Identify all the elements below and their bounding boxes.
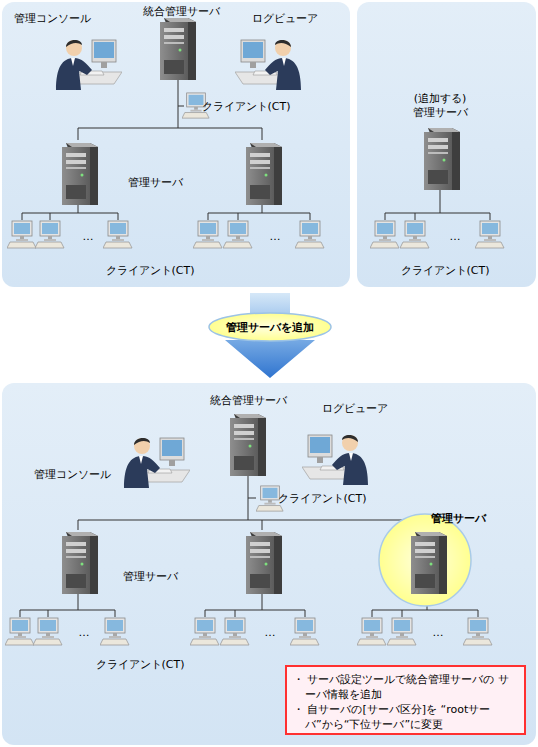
- diagram-label: …: [390, 230, 520, 244]
- client-pc-icon: [223, 221, 252, 248]
- server-icon: [160, 18, 196, 80]
- note-text: ・ サーバ設定ツールで統合管理サーバの サーバ情報を追加: [293, 672, 518, 702]
- diagram-label: …: [205, 626, 335, 640]
- diagram-label: …: [23, 230, 153, 244]
- server-icon: [62, 532, 98, 594]
- client-pc-icon: [5, 618, 34, 645]
- network-wire: [20, 476, 478, 617]
- client-pc-icon: [100, 618, 129, 645]
- client-pc-icon: [193, 221, 222, 248]
- diagram-label: 管理サーバ: [393, 512, 523, 526]
- diagram-label: 統合管理サーバ: [116, 5, 246, 19]
- client-pc-icon: [370, 221, 399, 248]
- diagram-label: クライアント(CT): [380, 264, 510, 278]
- diagram-label: 統合管理サーバ: [183, 394, 313, 408]
- client-pc-icon: [400, 221, 429, 248]
- note-box: ・ サーバ設定ツールで統合管理サーバの サーバ情報を追加・ 自サーバの[サーバ区…: [285, 665, 526, 735]
- diagram-label: クライアント(CT): [257, 492, 387, 506]
- diagram-label: 管理サーバ: [90, 176, 220, 190]
- client-pc-icon: [190, 618, 219, 645]
- diagram-label: クライアント(CT): [85, 264, 215, 278]
- operator-icon: [235, 40, 301, 90]
- system-panel: [2, 383, 536, 745]
- client-pc-icon: [463, 618, 492, 645]
- client-pc-icon: [35, 221, 64, 248]
- diagram-label: 管理コンソール: [0, 12, 117, 26]
- server-icon: [246, 532, 282, 594]
- diagram-label: …: [19, 626, 149, 640]
- server-icon: [62, 143, 98, 205]
- step-label-ellipse: 管理サーバを追加: [208, 312, 332, 342]
- diagram-label: …: [210, 230, 340, 244]
- client-pc-icon: [387, 618, 416, 645]
- diagram-label: 管理コンソール: [7, 468, 137, 482]
- client-pc-icon: [220, 618, 249, 645]
- diagram-label: (追加する) 管理サーバ: [398, 92, 482, 120]
- diagram-label: 管理サーバ: [85, 570, 215, 584]
- diagram-label: クライアント(CT): [75, 658, 205, 672]
- client-pc-icon: [33, 618, 62, 645]
- client-pc-icon: [7, 221, 36, 248]
- server-icon: [246, 143, 282, 205]
- server-icon: [230, 414, 266, 476]
- operator-icon: [56, 40, 122, 90]
- diagram-label: ログビューア: [290, 402, 420, 416]
- diagram-label: …: [373, 626, 503, 640]
- system-panel: [2, 2, 350, 287]
- client-pc-icon: [475, 221, 504, 248]
- client-pc-icon: [290, 618, 319, 645]
- note-text: ・ 自サーバの[サーバ区分]を “rootサーバ”から“下位サーバ”に変更: [293, 702, 518, 732]
- step-label: 管理サーバを追加: [226, 320, 314, 335]
- diagram-label: クライアント(CT): [181, 100, 311, 114]
- ellipse-shape: [209, 313, 331, 341]
- operator-icon: [302, 435, 368, 485]
- operator-icon: [124, 438, 190, 488]
- client-pc-icon: [357, 618, 386, 645]
- system-panel: [357, 2, 536, 287]
- network-wire: [385, 190, 490, 220]
- network-wire: [22, 80, 310, 220]
- client-pc-icon: [295, 221, 324, 248]
- highlight-circle: [379, 514, 471, 606]
- server-icon: [411, 532, 447, 594]
- server-icon: [424, 128, 460, 190]
- client-pc-icon: [103, 221, 132, 248]
- diagram-label: ログビューア: [220, 12, 350, 26]
